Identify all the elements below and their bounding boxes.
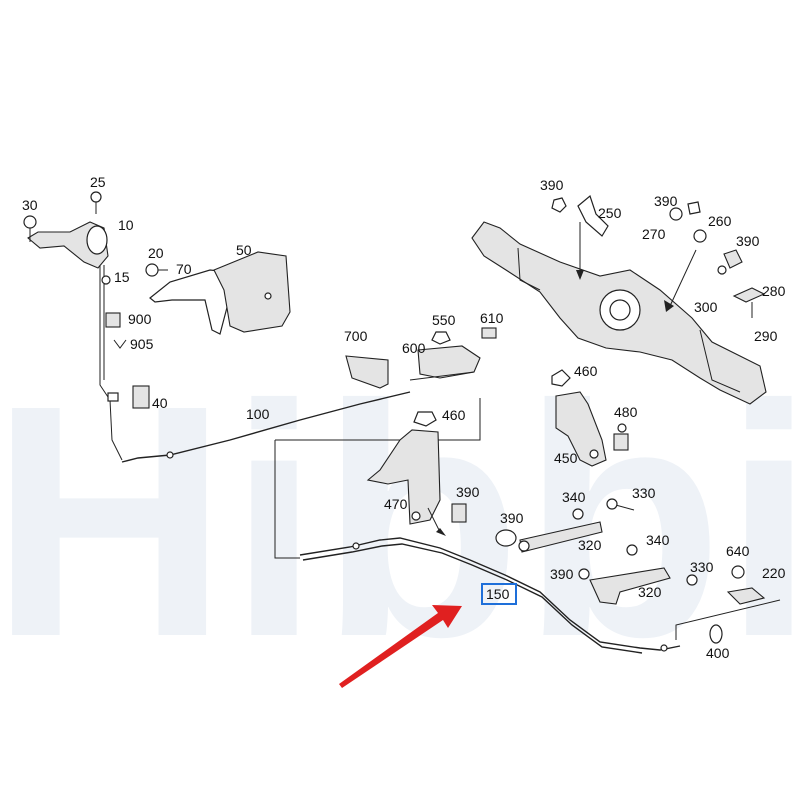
callout-290: 290 [754,328,778,344]
lower-right-rods [495,498,766,644]
callout-100: 100 [246,406,270,422]
callout-640: 640 [726,543,750,559]
callout-480: 480 [614,404,638,420]
callout-900: 900 [128,311,152,327]
callout-30: 30 [22,197,38,213]
callout-40: 40 [152,395,168,411]
callout-390c: 390 [540,177,564,193]
callout-70: 70 [176,261,192,277]
callout-270: 270 [642,226,666,242]
callout-390d: 390 [654,193,678,209]
callout-400: 400 [706,645,730,661]
bracket-450 [551,369,629,467]
callout-330a: 330 [632,485,656,501]
brake-cables [121,391,781,654]
callout-320a: 320 [578,537,602,553]
callout-550: 550 [432,312,456,328]
callout-20: 20 [148,245,164,261]
callout-280: 280 [762,283,786,299]
callout-390f: 390 [550,566,574,582]
callout-25: 25 [90,174,106,190]
callout-250: 250 [598,205,622,221]
callout-220: 220 [762,565,786,581]
highlighted-callout: 150 [339,583,517,688]
callout-905: 905 [130,336,154,352]
callout-390e: 390 [736,233,760,249]
watermark-text: Hibbi [0,336,800,705]
callout-10: 10 [118,217,134,233]
callout-460b: 460 [574,363,598,379]
callout-390a: 390 [456,484,480,500]
callout-150: 150 [486,586,510,602]
callout-260: 260 [708,213,732,229]
callout-330b: 330 [690,559,714,575]
callout-390b: 390 [500,510,524,526]
pedal-covers [149,251,291,335]
bracket-470 [366,411,467,536]
red-arrow-icon [339,605,462,688]
callout-50: 50 [236,242,252,258]
callout-340a: 340 [562,489,586,505]
callout-470: 470 [384,496,408,512]
callout-15: 15 [114,269,130,285]
callout-320b: 320 [638,584,662,600]
callout-450: 450 [554,450,578,466]
callout-340b: 340 [646,532,670,548]
pedal-assembly [23,191,168,461]
callout-600: 600 [402,340,426,356]
callout-300: 300 [694,299,718,315]
center-brackets [345,327,497,389]
callout-460a: 460 [442,407,466,423]
highlight-box [481,583,517,605]
axle-small-parts [551,194,766,318]
rear-axle [471,221,767,405]
callout-700: 700 [344,328,368,344]
callout-labels: 30 25 10 20 50 70 15 900 905 40 100 700 … [22,174,786,661]
callout-610: 610 [480,310,504,326]
